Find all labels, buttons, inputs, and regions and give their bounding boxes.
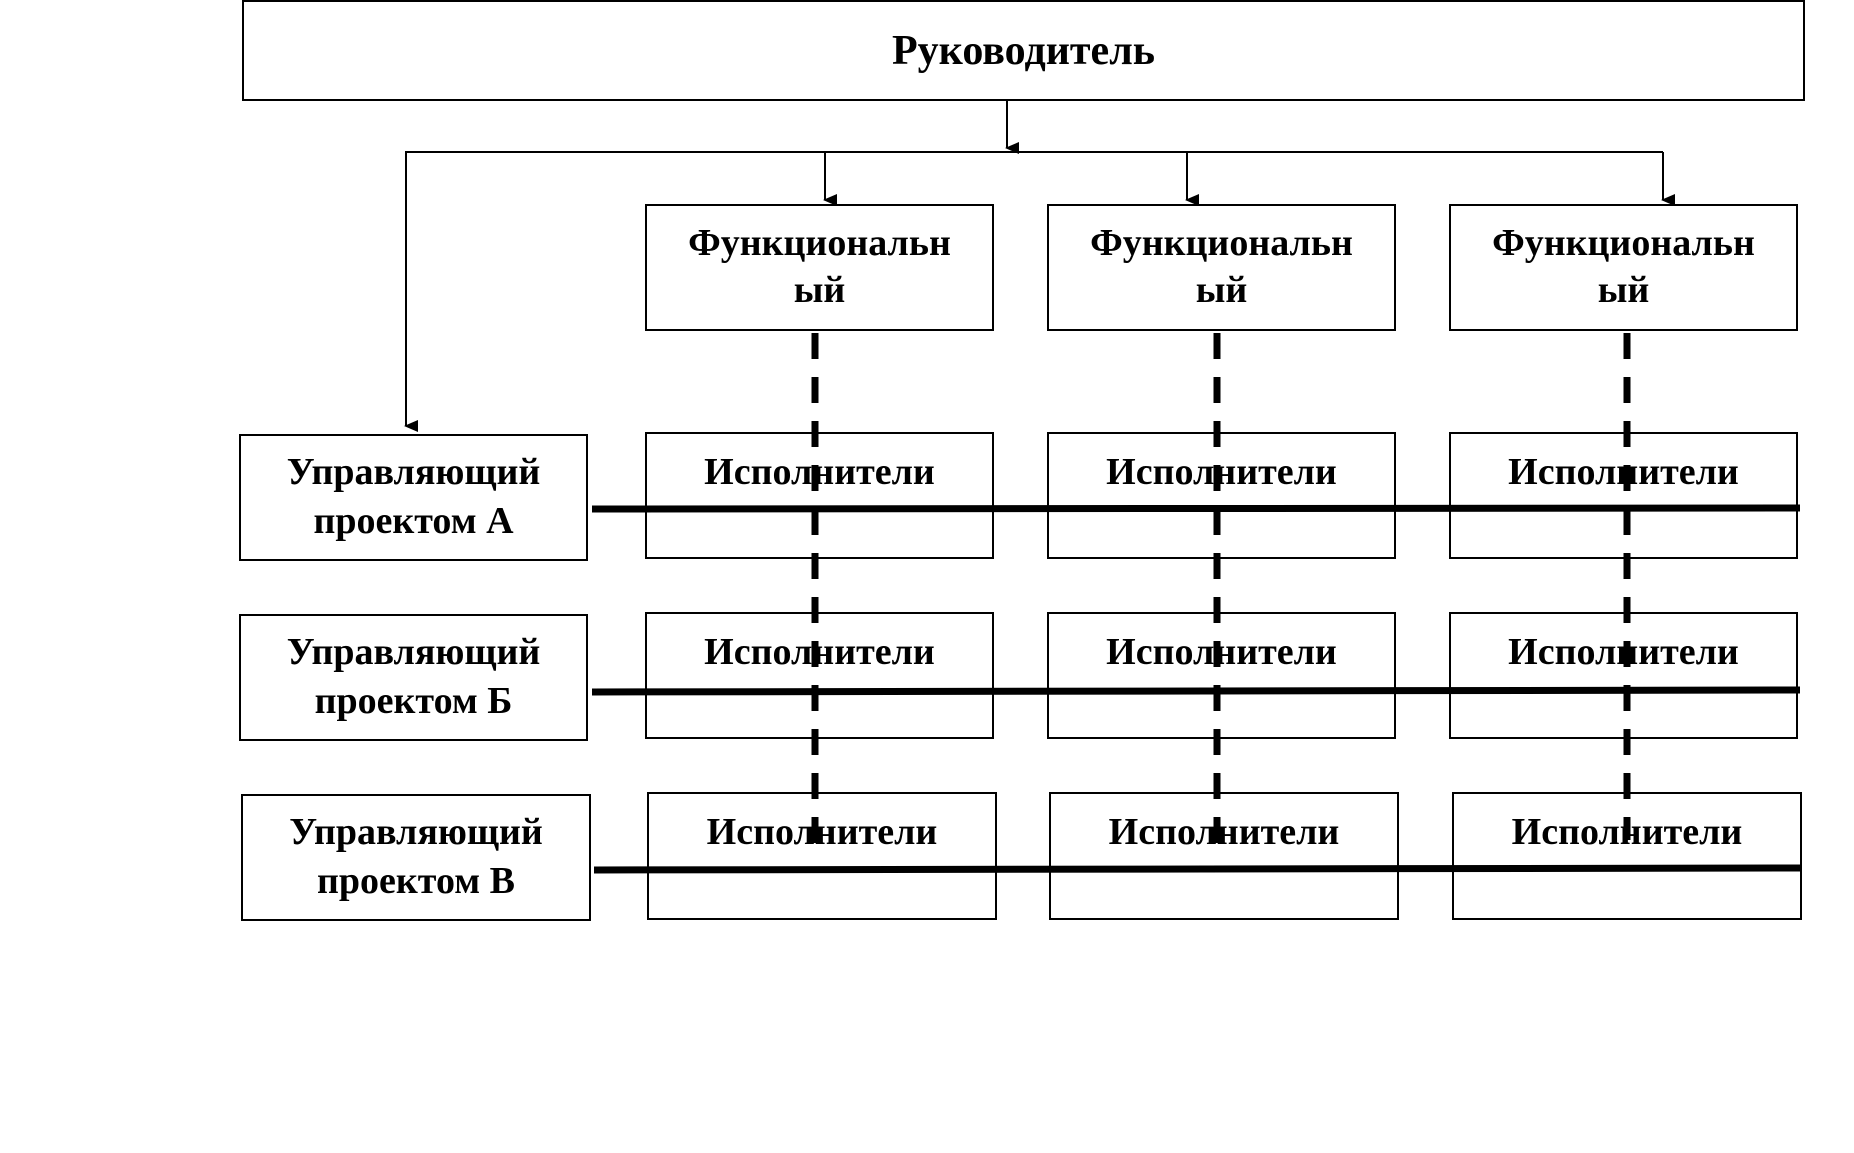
executors-label: Исполнители <box>1106 631 1337 673</box>
manager-label-line2: проектом В <box>317 860 515 902</box>
manager-label-line2: проектом А <box>313 500 514 542</box>
executors-box: Исполнители <box>1452 792 1802 920</box>
manager-label-line1: Управляющий <box>286 451 541 493</box>
manager-box-b: Управляющий проектом Б <box>239 614 588 741</box>
functional-label-line1: Функциональн <box>1090 222 1353 264</box>
functional-label-line1: Функциональн <box>1492 222 1755 264</box>
executors-box: Исполнители <box>1047 432 1396 559</box>
head-label: Руководитель <box>892 27 1155 74</box>
functional-label-line2: ый <box>1195 269 1248 311</box>
executors-label: Исполнители <box>706 811 938 853</box>
functional-head-box-2: Функциональн ый <box>1047 204 1396 331</box>
executors-label: Исполнители <box>704 451 935 493</box>
executors-label: Исполнители <box>1508 631 1739 673</box>
executors-box: Исполнители <box>645 612 994 739</box>
executors-label: Исполнители <box>1508 451 1739 493</box>
project-line-v <box>593 864 1801 874</box>
executors-box: Исполнители <box>645 432 994 559</box>
functional-head-box-1: Функциональн ый <box>645 204 994 331</box>
manager-label-line1: Управляющий <box>289 811 543 853</box>
head-box: Руководитель <box>242 0 1805 101</box>
executors-box: Исполнители <box>1449 612 1798 739</box>
functional-label-line2: ый <box>793 269 846 311</box>
functional-label-line2: ый <box>1597 269 1650 311</box>
executors-box: Исполнители <box>1049 792 1399 920</box>
executors-label: Исполнители <box>704 631 935 673</box>
functional-label-line1: Функциональн <box>688 222 951 264</box>
executors-box: Исполнители <box>1449 432 1798 559</box>
manager-label-line2: проектом Б <box>314 680 513 722</box>
executors-label: Исполнители <box>1108 811 1340 853</box>
project-line-a <box>591 504 1801 513</box>
manager-label-line1: Управляющий <box>286 631 541 673</box>
executors-box: Исполнители <box>1047 612 1396 739</box>
executors-label: Исполнители <box>1106 451 1337 493</box>
project-line-b <box>591 686 1801 696</box>
manager-box-v: Управляющий проектом В <box>241 794 591 921</box>
functional-head-box-3: Функциональн ый <box>1449 204 1798 331</box>
executors-box: Исполнители <box>647 792 997 920</box>
manager-box-a: Управляющий проектом А <box>239 434 588 561</box>
